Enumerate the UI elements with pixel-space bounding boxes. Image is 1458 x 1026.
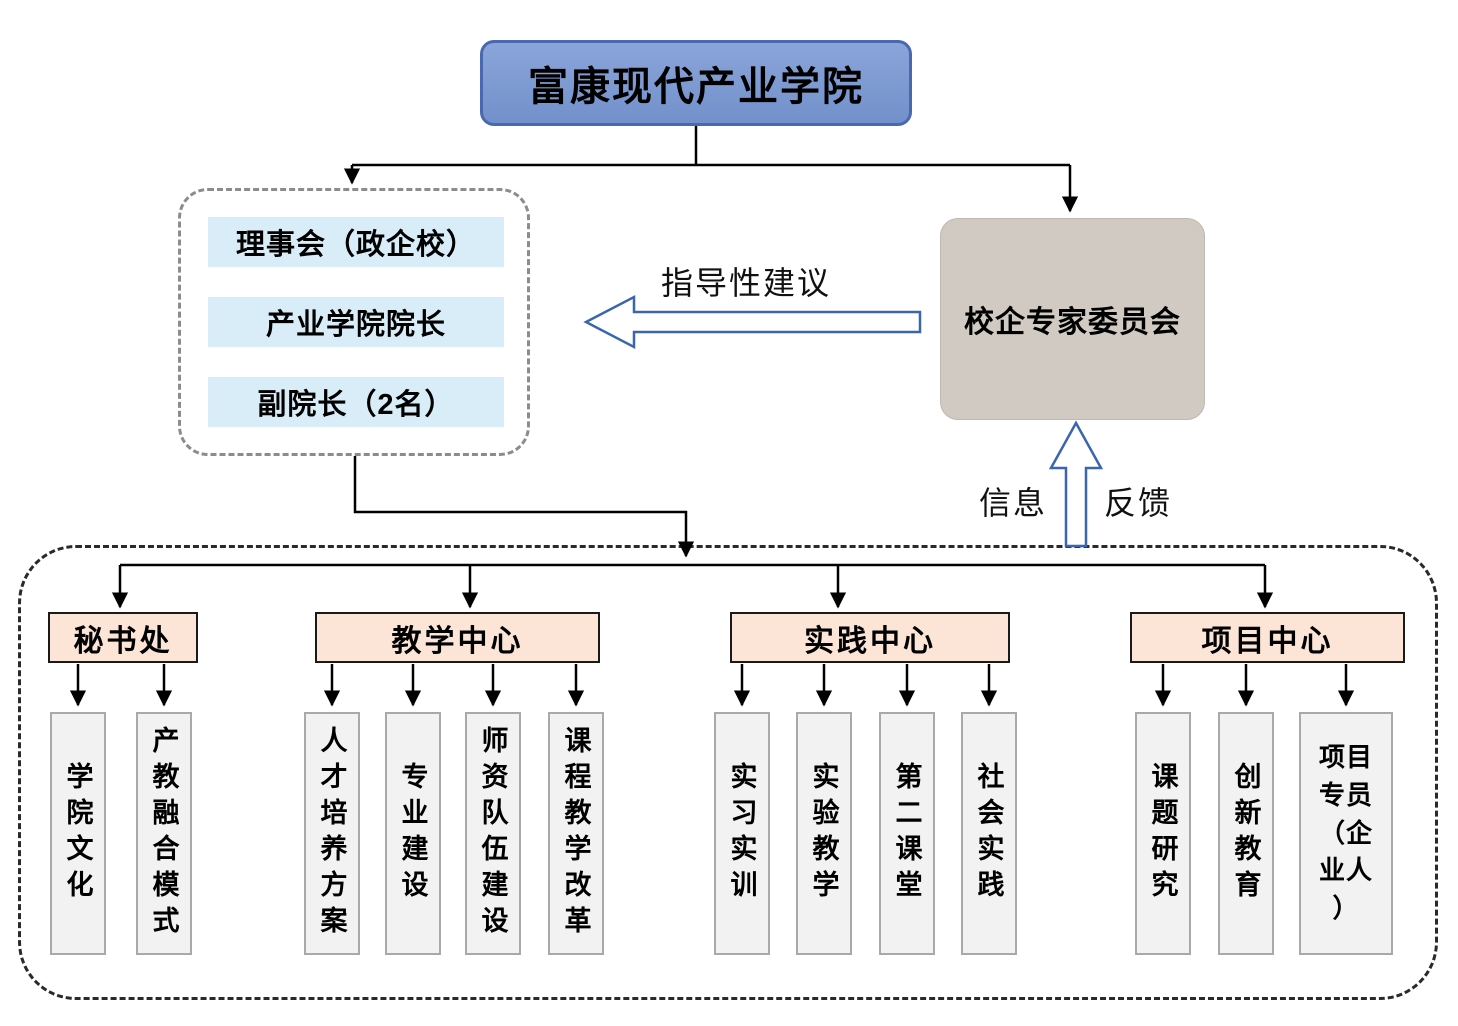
dept-header-teaching-center: 教学中心 — [315, 612, 600, 663]
sub-node-second-classroom: 第二课堂 — [879, 712, 935, 955]
guidance-left-arrow-icon — [583, 294, 922, 350]
feedback-up-arrow-icon — [1048, 420, 1104, 548]
sub-node-project-specialist: 项目专员（企业人） — [1299, 712, 1393, 955]
sub-node-label: 项目专员（企业人） — [1318, 742, 1373, 924]
sub-node-topic-research: 课题研究 — [1135, 712, 1191, 955]
dept-header-secretariat: 秘书处 — [48, 612, 198, 663]
leadership-to-bus-line — [353, 456, 695, 558]
sub-node-label: 实验教学 — [808, 761, 839, 906]
sub-node-social-practice: 社会实践 — [961, 712, 1017, 955]
feedback-label-right: 反馈 — [1104, 485, 1173, 521]
sub-node-college-culture: 学院文化 — [50, 712, 106, 955]
sub-node-label: 课程教学改革 — [560, 725, 591, 942]
sub-node-label: 实习实训 — [726, 761, 757, 906]
sub-node-faculty-team-building: 师资队伍建设 — [465, 712, 521, 955]
sub-node-label: 课题研究 — [1147, 761, 1178, 906]
root-title: 富康现代产业学院 — [528, 65, 864, 109]
sub-node-innovation-education: 创新教育 — [1218, 712, 1274, 955]
feedback-label-left: 信息 — [978, 485, 1047, 521]
sub-node-label: 专业建设 — [397, 761, 428, 906]
dept-header-project-center: 项目中心 — [1130, 612, 1405, 663]
sub-node-label: 人才培养方案 — [316, 725, 347, 942]
sub-node-label: 社会实践 — [973, 761, 1004, 906]
sub-node-label: 创新教育 — [1230, 761, 1261, 906]
sub-node-major-construction: 专业建设 — [385, 712, 441, 955]
sub-node-industry-education-integration: 产教融合模式 — [136, 712, 192, 955]
sub-node-internship-training: 实习实训 — [714, 712, 770, 955]
sub-node-label: 第二课堂 — [891, 761, 922, 906]
leadership-group: 理事会（政企校） 产业学院院长 副院长（2名） — [178, 188, 530, 456]
sub-node-talent-training-plan: 人才培养方案 — [304, 712, 360, 955]
leadership-item-dean: 产业学院院长 — [208, 297, 504, 347]
leadership-item-board: 理事会（政企校） — [208, 217, 504, 267]
sub-node-experimental-teaching: 实验教学 — [796, 712, 852, 955]
sub-node-label: 产教融合模式 — [148, 725, 179, 942]
sub-node-label: 学院文化 — [62, 761, 93, 906]
dept-header-practice-center: 实践中心 — [730, 612, 1010, 663]
leadership-item-vice-deans: 副院长（2名） — [208, 377, 504, 427]
committee-node: 校企专家委员会 — [940, 218, 1205, 420]
guidance-label: 指导性建议 — [660, 265, 831, 301]
root-node: 富康现代产业学院 — [480, 40, 912, 126]
sub-node-curriculum-teaching-reform: 课程教学改革 — [548, 712, 604, 955]
sub-node-label: 师资队伍建设 — [477, 725, 508, 942]
